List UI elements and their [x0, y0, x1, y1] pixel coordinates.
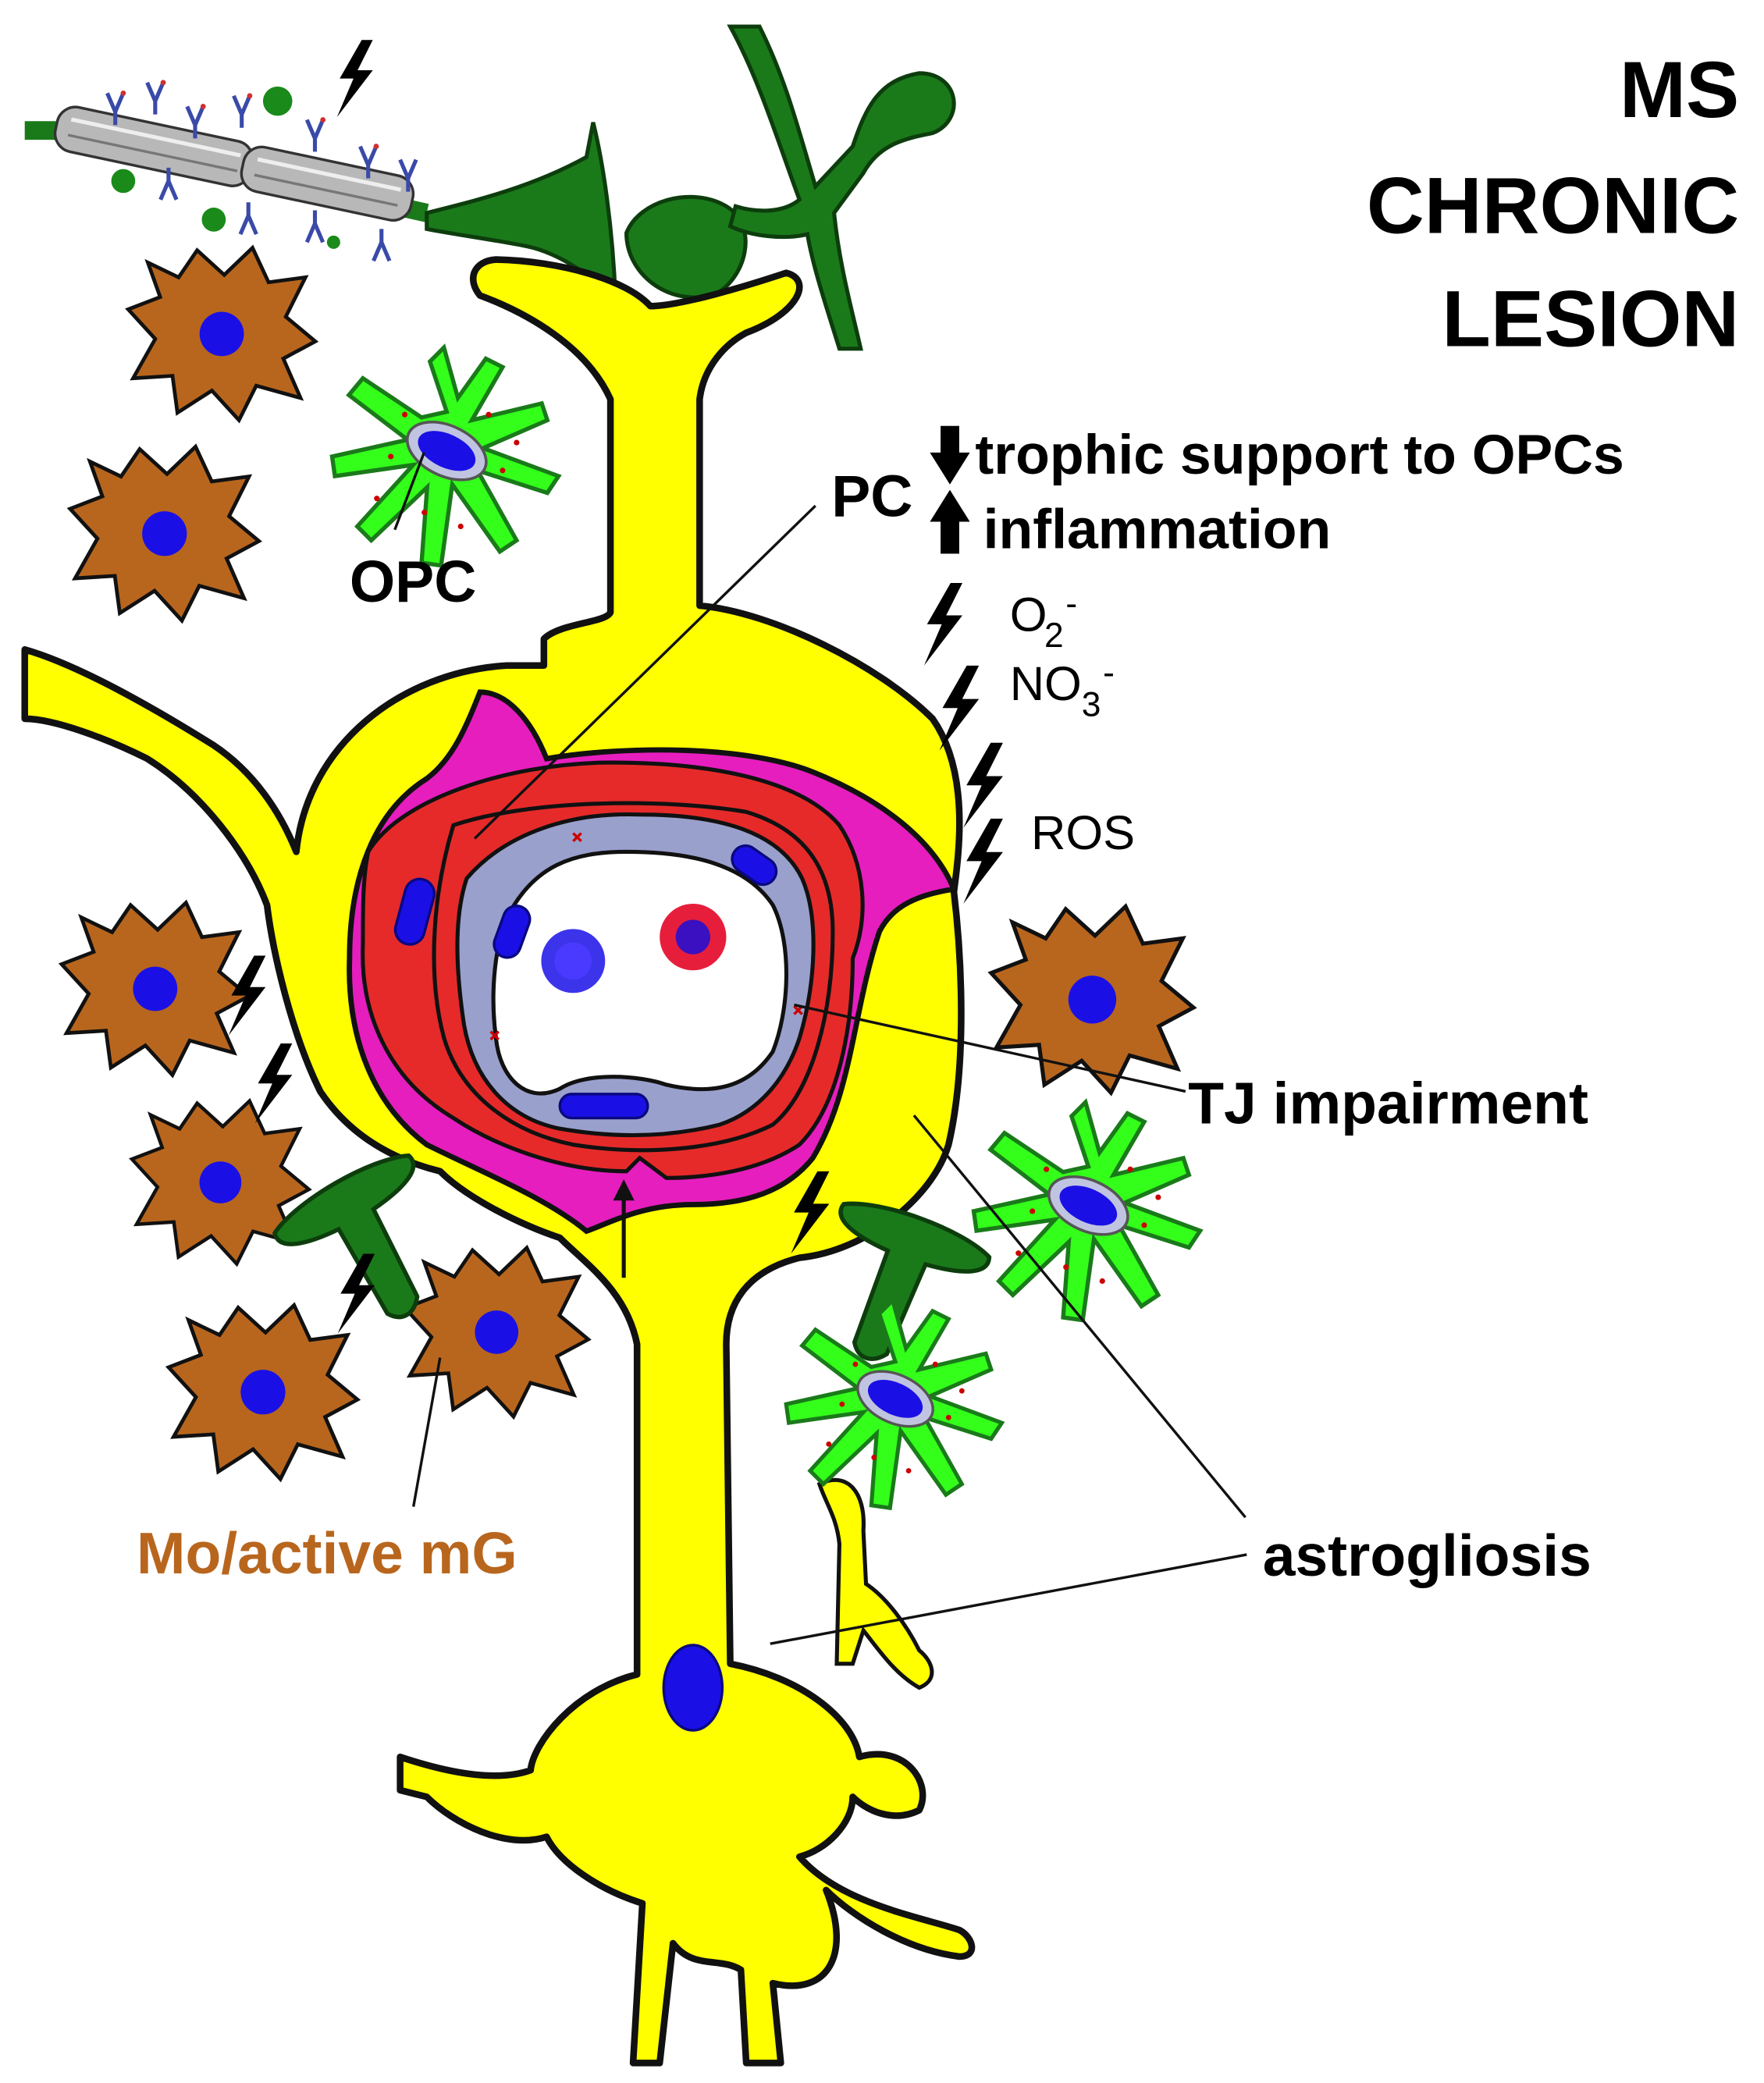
astrocyte-nucleus	[662, 1644, 724, 1732]
o2-superscript: -	[1065, 585, 1077, 623]
smooth-muscle-inner-line	[432, 801, 835, 1153]
superoxide-label: O 2 -	[1010, 585, 1077, 655]
no3-superscript: -	[1103, 654, 1115, 692]
macrophage	[128, 248, 315, 421]
title-line-1: MS	[1620, 44, 1739, 134]
bolt-icon	[939, 665, 980, 751]
complement-particles	[111, 86, 340, 249]
endothelial-nuclei	[393, 844, 778, 1120]
antibodies	[105, 81, 418, 262]
bolt-icon	[254, 1043, 293, 1124]
pericyte-gap-arrowhead	[613, 1179, 635, 1201]
pc-label: PC	[831, 464, 912, 529]
antibody-tips	[120, 80, 379, 150]
nitrate-label: NO 3 -	[1010, 654, 1115, 724]
macrophage	[405, 1248, 589, 1417]
up-arrow-icon	[930, 489, 970, 554]
myelin-segment	[53, 105, 254, 187]
bolt-icon	[923, 582, 962, 666]
blood-cells	[541, 903, 727, 994]
astrocyte-extra-process	[816, 1477, 934, 1690]
down-arrow-icon	[930, 425, 970, 485]
o2-text: O	[1010, 588, 1047, 642]
no3-text: NO	[1010, 657, 1082, 711]
opc-label: OPC	[350, 549, 477, 614]
pc-effect-trophic: trophic support to OPCs	[975, 424, 1624, 486]
macrophage-label: Mo/active mG	[137, 1520, 517, 1586]
bolt-icon	[963, 742, 1003, 828]
damaged-axon-group	[24, 40, 429, 262]
pc-effect-inflammation: inflammation	[983, 499, 1332, 561]
leader-lines	[393, 452, 1247, 1645]
bolt-icon	[963, 818, 1003, 904]
opc-cell	[974, 1102, 1200, 1320]
damage-bolt-icon	[336, 40, 373, 118]
neuron-processes	[425, 24, 956, 351]
macrophage	[169, 1305, 357, 1479]
title-line-2: CHRONIC	[1367, 160, 1739, 250]
blood-vessel	[347, 689, 958, 1278]
macrophage	[991, 906, 1193, 1093]
macrophage	[70, 446, 259, 620]
astrogliosis-label: astrogliosis	[1263, 1523, 1592, 1588]
tj-impairment-label: TJ impairment	[1188, 1070, 1588, 1136]
myelin-segment	[240, 145, 415, 222]
opc-cell	[786, 1300, 1001, 1508]
opc-cell	[332, 347, 558, 565]
o2-subscript: 2	[1044, 617, 1064, 655]
vessel-lumen	[491, 849, 789, 1096]
title-line-3: LESION	[1442, 273, 1739, 363]
title-block: MS CHRONIC LESION	[1367, 44, 1739, 363]
macrophage	[62, 903, 249, 1075]
bolt-icon	[228, 955, 266, 1036]
ros-label: ROS	[1031, 806, 1135, 860]
no3-subscript: 3	[1082, 686, 1101, 724]
